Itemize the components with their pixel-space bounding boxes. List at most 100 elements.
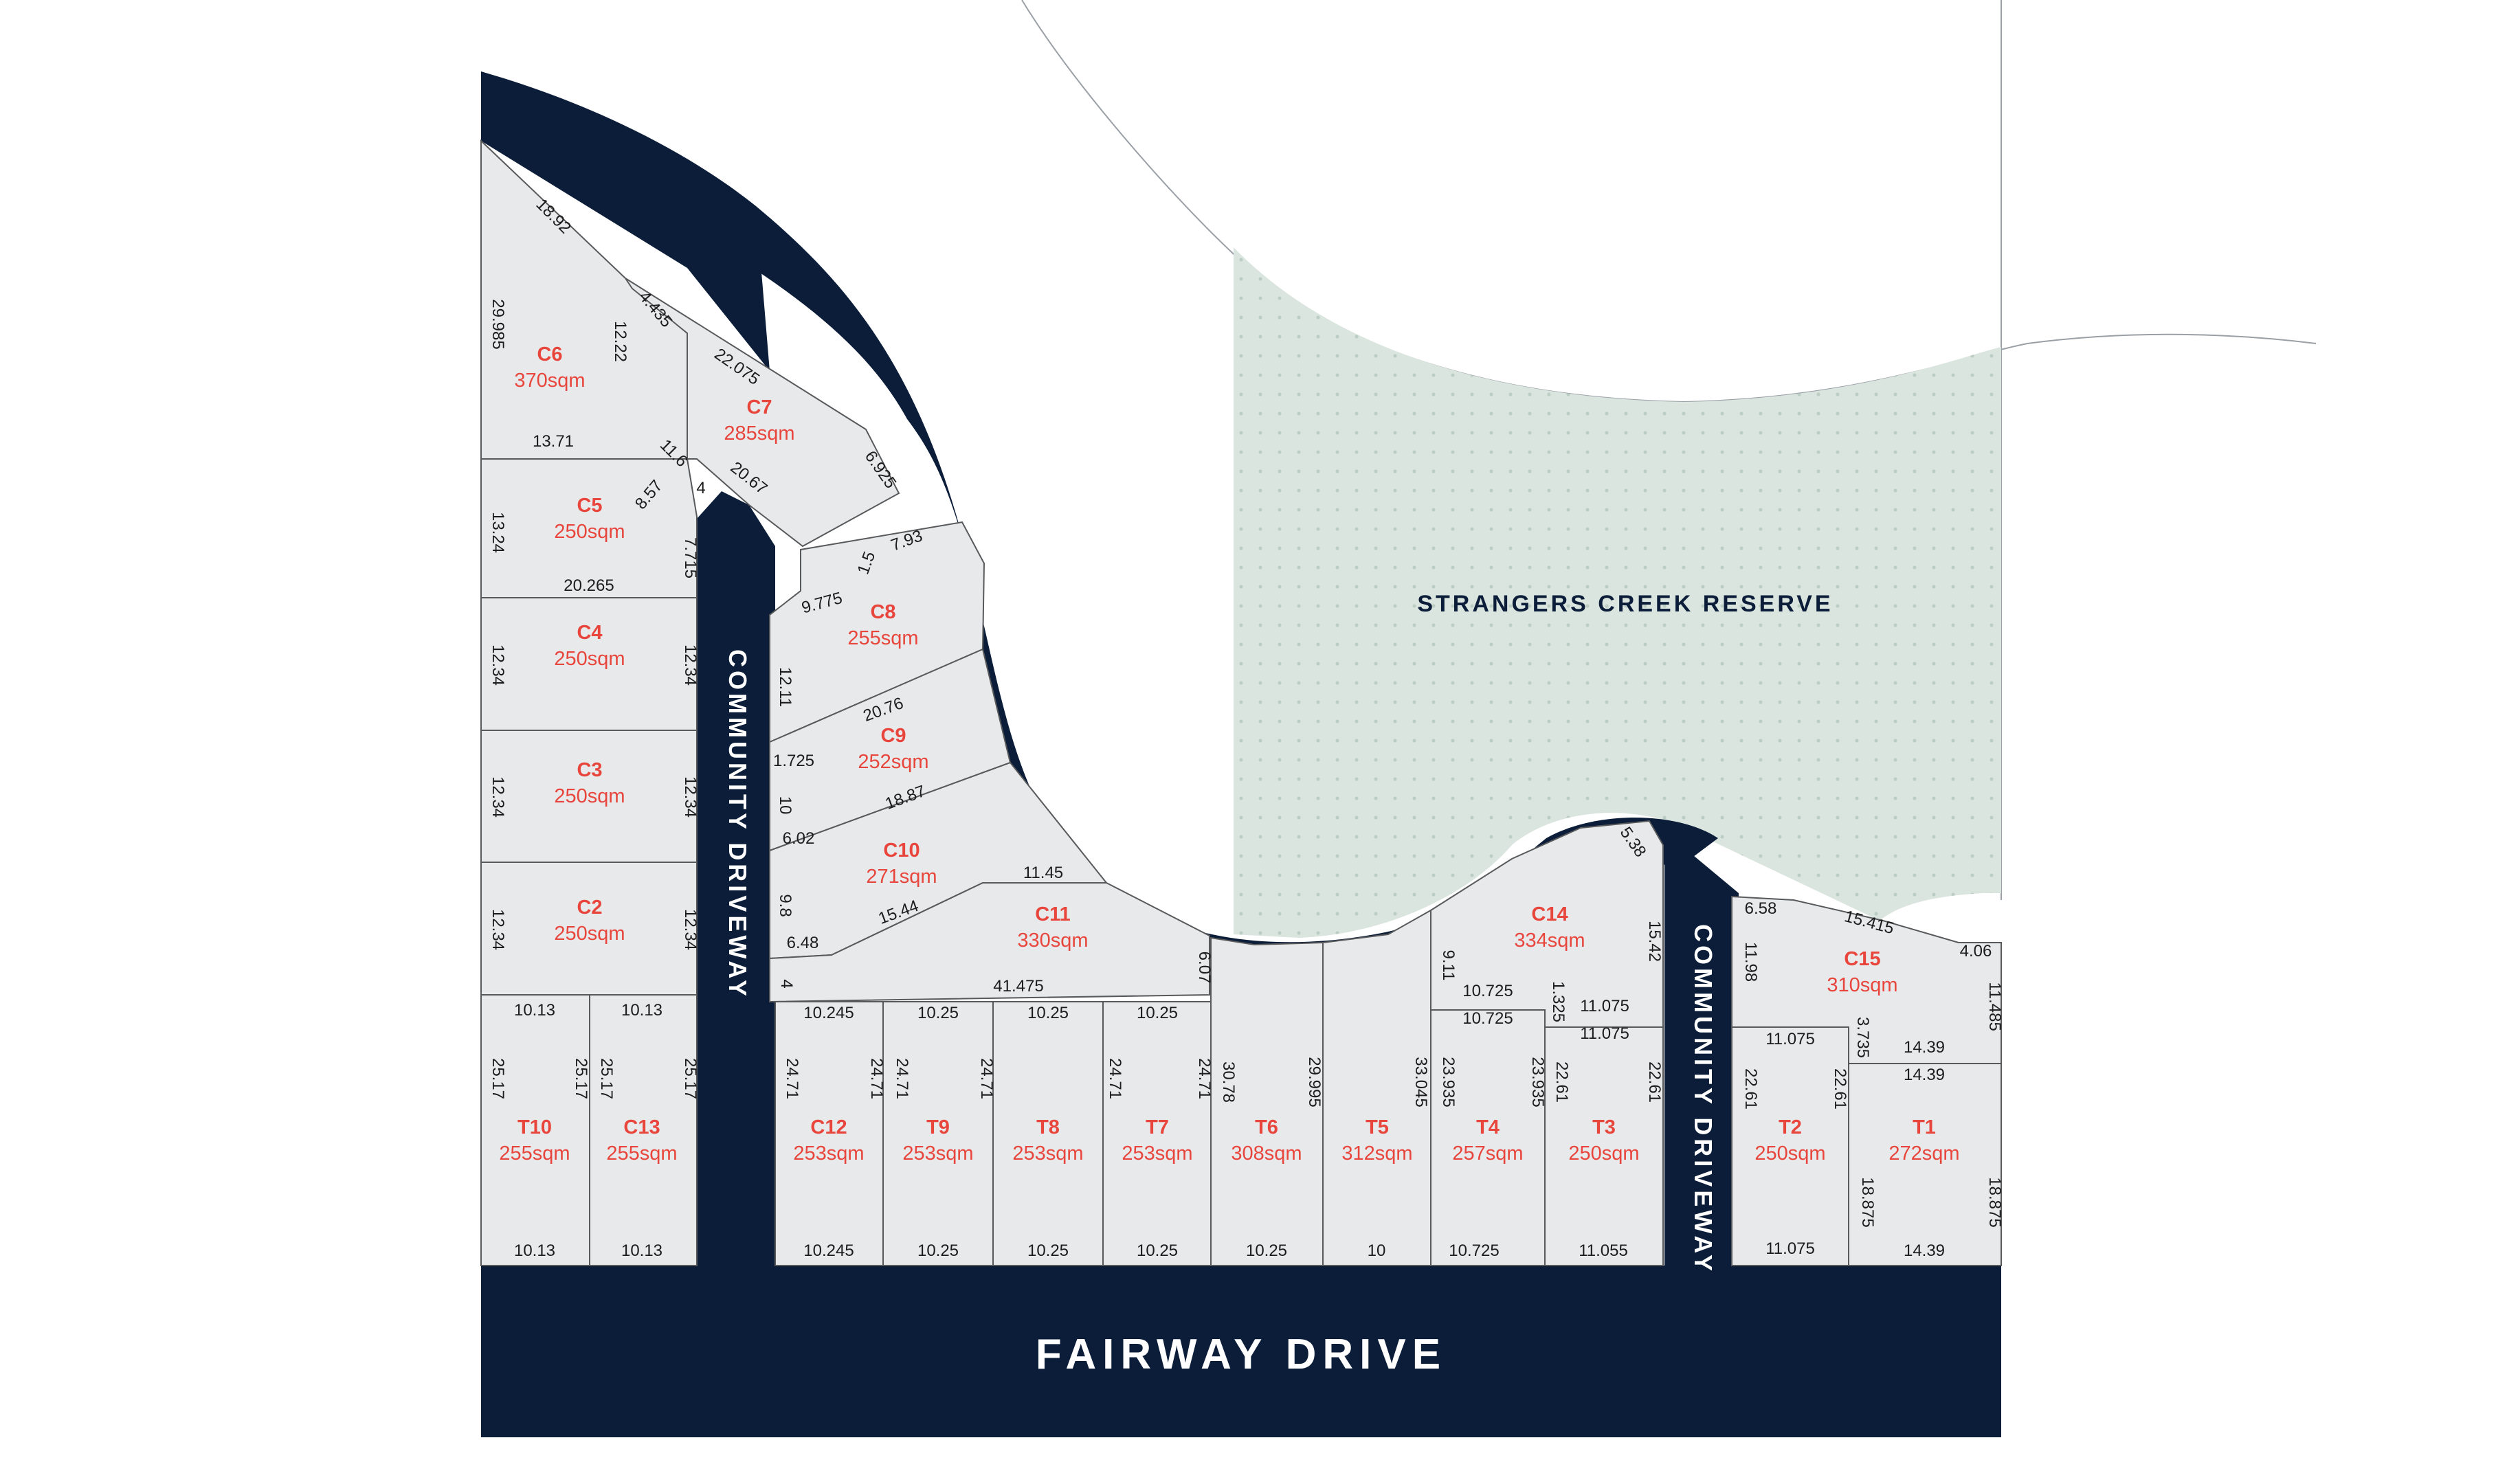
lot-t3-id: T3 bbox=[1592, 1116, 1616, 1138]
lot-dimension: 15.42 bbox=[1645, 921, 1664, 962]
lot-t10-id: T10 bbox=[517, 1116, 552, 1138]
lot-c2[interactable]: C2 250sqm bbox=[480, 862, 698, 996]
lot-c7-parcel[interactable] bbox=[625, 278, 900, 548]
lot-t1-area: 272sqm bbox=[1888, 1143, 1959, 1165]
lot-dimension: 10.13 bbox=[514, 1001, 555, 1020]
lot-c14-id: C14 bbox=[1531, 903, 1568, 925]
lot-c15[interactable]: C15 310sqm bbox=[1731, 895, 2002, 1064]
lot-c14[interactable]: C14 334sqm bbox=[1430, 820, 1664, 1028]
lot-dimension: 20.265 bbox=[564, 576, 614, 595]
lot-t10-area: 255sqm bbox=[499, 1143, 570, 1165]
lot-dimension: 25.17 bbox=[681, 1058, 700, 1099]
lot-c2-id: C2 bbox=[577, 897, 602, 919]
lot-c7-id: C7 bbox=[746, 396, 772, 418]
lot-dimension: 10.25 bbox=[1027, 1241, 1069, 1260]
lot-dimension: 11.485 bbox=[1985, 982, 2004, 1031]
lot-dimension: 13.71 bbox=[533, 432, 574, 451]
lot-dimension: 24.71 bbox=[783, 1058, 801, 1099]
lot-dimension: 11.98 bbox=[1741, 942, 1760, 982]
lot-dimension: 23.935 bbox=[1439, 1057, 1458, 1107]
lot-t4-area: 257sqm bbox=[1452, 1143, 1523, 1165]
lot-dimension: 24.71 bbox=[893, 1058, 911, 1099]
lot-dimension: 12.34 bbox=[489, 644, 507, 686]
lot-c7-area: 285sqm bbox=[724, 423, 794, 445]
lot-c12[interactable]: C12 253sqm bbox=[775, 1001, 884, 1266]
lot-c9-area: 252sqm bbox=[858, 751, 928, 773]
lot-dimension: 30.78 bbox=[1219, 1061, 1238, 1103]
lot-dimension: 10.725 bbox=[1462, 1009, 1513, 1028]
lot-dimension: 10.13 bbox=[514, 1241, 555, 1260]
lot-dimension: 11.075 bbox=[1580, 997, 1629, 1015]
lot-c3-area: 250sqm bbox=[554, 785, 625, 807]
lot-dimension: 14.39 bbox=[1904, 1066, 1945, 1084]
lot-dimension: 9.8 bbox=[776, 894, 794, 917]
lot-dimension: 41.475 bbox=[993, 977, 1043, 996]
lot-c5-parcel[interactable] bbox=[480, 458, 698, 598]
fairway-drive bbox=[481, 1266, 2001, 1437]
lot-dimension: 4.06 bbox=[1960, 942, 1992, 960]
lot-c14-area: 334sqm bbox=[1514, 930, 1585, 952]
lot-dimension: 12.22 bbox=[611, 321, 629, 362]
community-driveway-left-label: COMMUNITY DRIVEWAY bbox=[724, 649, 752, 1000]
lot-dimension: 24.71 bbox=[867, 1058, 886, 1099]
lot-c15-area: 310sqm bbox=[1827, 974, 1897, 996]
lot-t8-id: T8 bbox=[1036, 1116, 1060, 1138]
lot-dimension: 6.02 bbox=[783, 829, 815, 848]
lot-t10[interactable]: T10 255sqm bbox=[480, 994, 590, 1266]
lot-c12-id: C12 bbox=[810, 1116, 847, 1138]
lot-c2-area: 250sqm bbox=[554, 923, 625, 945]
lot-dimension: 33.045 bbox=[1412, 1057, 1430, 1107]
lot-dimension: 18.875 bbox=[1858, 1177, 1877, 1227]
lot-c4-id: C4 bbox=[577, 622, 602, 644]
lot-c12-area: 253sqm bbox=[793, 1143, 864, 1165]
lot-dimension: 4 bbox=[777, 979, 796, 988]
reserve-label: STRANGERS CREEK RESERVE bbox=[1417, 591, 1833, 617]
lot-dimension: 12.34 bbox=[681, 644, 700, 686]
lot-dimension: 11.45 bbox=[1023, 864, 1063, 882]
lot-dimension: 3.735 bbox=[1853, 1017, 1872, 1058]
lot-c14-parcel[interactable] bbox=[1430, 820, 1664, 1028]
lot-dimension: 12.34 bbox=[489, 909, 507, 950]
lot-dimension: 12.11 bbox=[776, 667, 794, 707]
lot-dimension: 10 bbox=[776, 796, 794, 815]
lot-c7[interactable]: C7 285sqm bbox=[625, 278, 900, 548]
lot-dimension: 24.71 bbox=[977, 1058, 996, 1099]
community-driveway-right-label: COMMUNITY DRIVEWAY bbox=[1689, 924, 1717, 1274]
lot-dimension: 11.075 bbox=[1765, 1239, 1815, 1258]
lot-dimension: 25.17 bbox=[489, 1058, 507, 1099]
lot-c13-parcel[interactable] bbox=[589, 994, 698, 1266]
lot-dimension: 22.61 bbox=[1552, 1061, 1571, 1103]
lot-dimension: 12.34 bbox=[681, 909, 700, 950]
lot-dimension: 10 bbox=[1368, 1241, 1386, 1260]
lot-t6-area: 308sqm bbox=[1231, 1143, 1302, 1165]
lot-c11-parcel[interactable] bbox=[769, 882, 1210, 1003]
lot-t1-parcel[interactable] bbox=[1848, 1063, 2002, 1266]
lot-c5-id: C5 bbox=[577, 495, 602, 517]
lot-t7-area: 253sqm bbox=[1122, 1143, 1192, 1165]
lot-dimension: 13.24 bbox=[489, 512, 507, 553]
lot-dimension: 24.71 bbox=[1106, 1058, 1124, 1099]
lot-c15-id: C15 bbox=[1844, 948, 1880, 970]
lot-c15-parcel[interactable] bbox=[1731, 895, 2002, 1064]
lot-dimension: 10.25 bbox=[1027, 1004, 1069, 1022]
lot-dimension: 10.13 bbox=[621, 1241, 662, 1260]
lot-dimension: 10.25 bbox=[1137, 1004, 1178, 1022]
lot-dimension: 1.325 bbox=[1549, 981, 1568, 1022]
lot-dimension: 10.725 bbox=[1449, 1241, 1499, 1260]
lot-dimension: 6.48 bbox=[787, 934, 819, 952]
lots-layer: C6370sqmC7285sqmC5250sqmC4250sqmC3250sqm… bbox=[480, 139, 2002, 1266]
lot-dimension: 4 bbox=[696, 479, 705, 497]
